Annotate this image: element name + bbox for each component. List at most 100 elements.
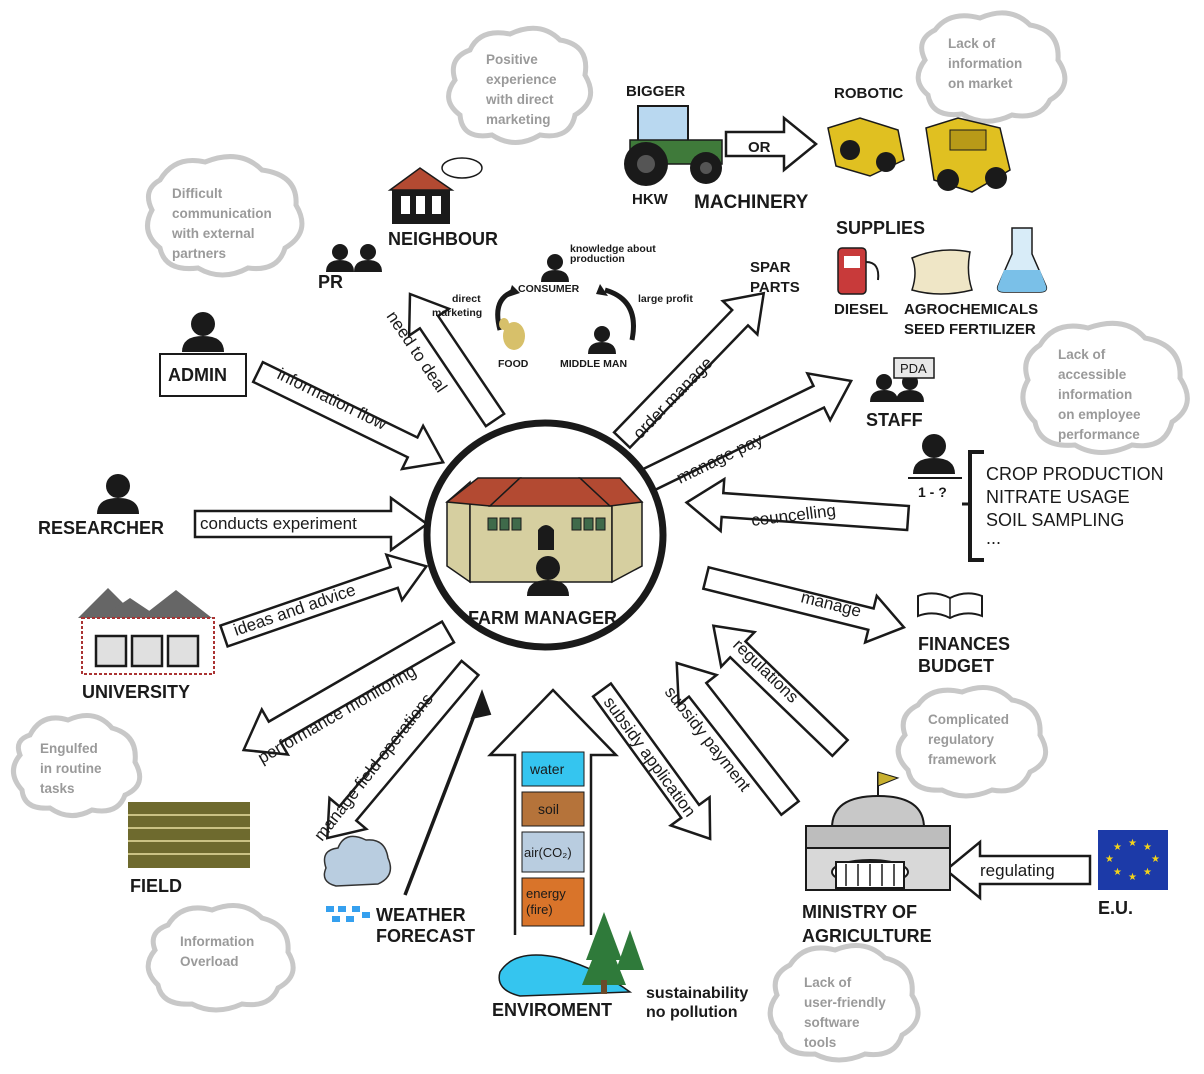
environment-pillar: water soil air(CO₂) energy (fire) bbox=[487, 688, 619, 935]
supplies-group: SUPPLIES DIESEL AGROCHEMICALS SEED FERTI… bbox=[834, 218, 1048, 338]
consumer-person-icon bbox=[541, 254, 569, 282]
cloud-positive-experience: Positive experience with direct marketin… bbox=[446, 25, 594, 145]
svg-text:in routine: in routine bbox=[40, 761, 102, 776]
cloud-text: framework bbox=[928, 752, 997, 767]
no-pollution-label: no pollution bbox=[646, 1004, 738, 1021]
cloud-employee-info: Lack of accessible information on employ… bbox=[1020, 320, 1190, 455]
arrow-ideas-and-advice bbox=[218, 552, 429, 648]
pda-icon bbox=[893, 357, 935, 379]
advisor-group: 1 - ? CROP PRODUCTION NITRATE USAGE SOIL… bbox=[908, 434, 1164, 562]
svg-text:partners: partners bbox=[172, 246, 226, 261]
agriculture-label: AGRICULTURE bbox=[802, 926, 932, 946]
pr-person-icon bbox=[354, 244, 382, 272]
finances-group: FINANCES BUDGET bbox=[917, 592, 1010, 676]
advisor-ratio-label: 1 - ? bbox=[918, 484, 947, 500]
svg-text:★: ★ bbox=[1128, 872, 1137, 883]
pillar-soil: soil bbox=[538, 801, 559, 817]
svg-text:on market: on market bbox=[948, 76, 1013, 91]
svg-text:tools: tools bbox=[804, 1035, 836, 1050]
svg-text:marketing: marketing bbox=[486, 112, 551, 127]
robotic-label: ROBOTIC bbox=[834, 85, 903, 102]
environment-label: ENVIROMENT bbox=[492, 1000, 612, 1020]
researcher-person-icon bbox=[97, 474, 139, 514]
svg-text:★: ★ bbox=[1113, 867, 1122, 878]
order-manage-label: order manage bbox=[629, 353, 716, 442]
cloud-text: performance bbox=[1058, 427, 1140, 442]
svg-text:Lack of: Lack of bbox=[1058, 347, 1106, 362]
ideas-and-advice-label: ideas and advice bbox=[231, 580, 358, 640]
svg-text:communication: communication bbox=[172, 206, 272, 221]
agrochemicals-bag-icon bbox=[911, 249, 973, 295]
cloud-text: regulatory bbox=[928, 732, 995, 747]
cloud-text: Information bbox=[180, 934, 254, 949]
arrow-need-to-deal bbox=[407, 292, 506, 428]
cloud-text: in routine bbox=[40, 761, 102, 776]
farm-manager-hub: FARM MANAGER bbox=[423, 419, 667, 651]
task-more: ... bbox=[986, 528, 1001, 548]
cloud-text: information bbox=[1058, 387, 1132, 402]
staff-group: PDA STAFF bbox=[866, 357, 935, 430]
weather-label: WEATHER bbox=[376, 905, 466, 925]
seed-fertilizer-label: SEED FERTILIZER bbox=[904, 321, 1036, 338]
cloud-text: communication bbox=[172, 206, 272, 221]
svg-text:Lack of: Lack of bbox=[948, 36, 996, 51]
cloud-text: Lack of bbox=[804, 975, 852, 990]
task-soil-sampling: SOIL SAMPLING bbox=[986, 510, 1124, 530]
arrow-performance-monitoring bbox=[241, 619, 456, 757]
diesel-label: DIESEL bbox=[834, 301, 888, 318]
cloud-text: Lack of bbox=[1058, 347, 1106, 362]
eu-flag-icon bbox=[1098, 830, 1168, 890]
svg-text:★: ★ bbox=[1105, 854, 1114, 865]
arrow-regulating bbox=[944, 839, 1092, 901]
direct-marketing-label: direct bbox=[452, 293, 481, 305]
svg-text:Lack of: Lack of bbox=[804, 975, 852, 990]
bigger-label: BIGGER bbox=[626, 83, 685, 100]
svg-text:Complicated: Complicated bbox=[928, 712, 1009, 727]
admin-label: ADMIN bbox=[168, 365, 227, 385]
spare-parts-group: SPAR PARTS bbox=[750, 259, 800, 296]
cloud-market-info: Lack of information on market bbox=[915, 10, 1068, 124]
arrow-order-manage bbox=[612, 291, 766, 450]
svg-text:★: ★ bbox=[1143, 842, 1152, 853]
cloud-text: with direct bbox=[485, 92, 554, 107]
agrochemicals-label: AGROCHEMICALS bbox=[904, 301, 1038, 318]
regulating-label: regulating bbox=[980, 861, 1055, 880]
weather-group: WEATHER FORECAST bbox=[323, 835, 475, 946]
eu-label: E.U. bbox=[1098, 898, 1133, 918]
middle-man-label: MIDDLE MAN bbox=[560, 358, 627, 370]
cloud-regulatory: Complicated regulatory framework bbox=[895, 685, 1049, 799]
cloud-text: with external bbox=[171, 226, 255, 241]
pr-group: PR bbox=[318, 244, 382, 292]
svg-text:★: ★ bbox=[1128, 838, 1137, 849]
university-group: UNIVERSITY bbox=[78, 588, 215, 702]
task-crop-production: CROP PRODUCTION bbox=[986, 464, 1164, 484]
parts-label: PARTS bbox=[750, 279, 800, 296]
researcher-label: RESEARCHER bbox=[38, 518, 164, 538]
arrow-subsidy-payment bbox=[675, 661, 801, 817]
middle-man-person-icon bbox=[588, 326, 616, 354]
university-label: UNIVERSITY bbox=[82, 682, 190, 702]
hkw-label: HKW bbox=[632, 191, 669, 208]
svg-text:experience: experience bbox=[486, 72, 557, 87]
regulations-label: regulations bbox=[729, 635, 802, 706]
cloud-text: software bbox=[804, 1015, 860, 1030]
arrow-manage-field-operations bbox=[325, 659, 481, 840]
cloud-text: partners bbox=[172, 246, 226, 261]
cloud-text: tasks bbox=[40, 781, 75, 796]
task-nitrate-usage: NITRATE USAGE bbox=[986, 487, 1130, 507]
svg-text:with direct: with direct bbox=[485, 92, 554, 107]
machinery-group: BIGGER HKW MACHINERY ROBOTIC bbox=[624, 83, 1011, 213]
pda-label: PDA bbox=[900, 361, 927, 376]
cloud-text: Engulfed bbox=[40, 741, 98, 756]
svg-text:with external: with external bbox=[171, 226, 255, 241]
admin-group: ADMIN bbox=[159, 312, 247, 397]
svg-text:framework: framework bbox=[928, 752, 997, 767]
svg-text:★: ★ bbox=[1143, 867, 1152, 878]
cloud-text: Positive bbox=[486, 52, 538, 67]
tractor-icon bbox=[624, 105, 723, 186]
farm-manager-label: FARM MANAGER bbox=[468, 608, 617, 628]
svg-text:on employee: on employee bbox=[1058, 407, 1141, 422]
forecast-label: FORECAST bbox=[376, 926, 475, 946]
